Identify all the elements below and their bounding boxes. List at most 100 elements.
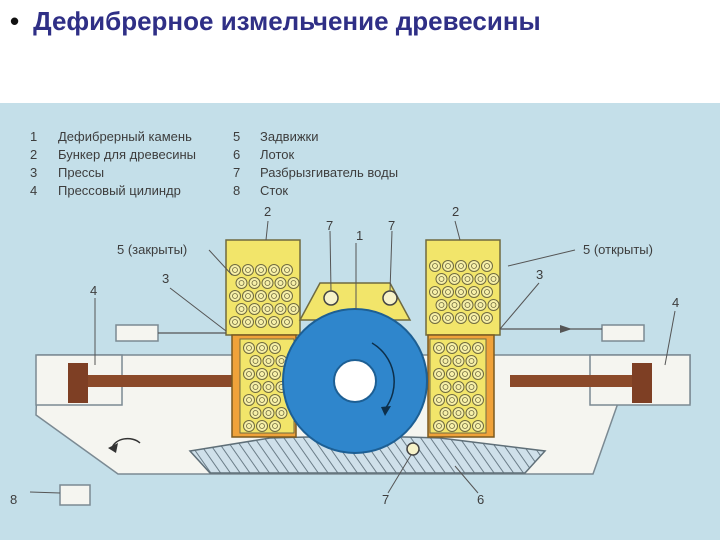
legend-num-7: 7 [233,165,240,180]
legend-text-4: Прессовый цилиндр [58,183,181,198]
label-gates-open: 5 (открыты) [583,242,653,257]
log-section [468,312,480,324]
log-section [268,316,280,328]
legend-text-6: Лоток [260,147,295,162]
log-ring [245,267,251,273]
log-section [472,342,484,354]
legend-text-5: Задвижки [260,129,318,144]
log-ring [462,371,468,377]
legend-num-1: 1 [30,129,37,144]
legend-num-4: 4 [30,183,37,198]
label-stone: 1 [356,228,363,243]
log-ring [455,384,462,390]
log-section [261,277,274,289]
water-sprayer-right [382,290,398,306]
label-press-right: 3 [536,267,543,282]
log-ring [278,358,285,364]
log-section [429,312,441,324]
gate-arrow-icon [560,325,572,333]
log-section [439,381,452,393]
log-section [455,260,467,272]
legend-num-8: 8 [233,183,240,198]
log-ring [471,263,477,269]
log-ring [438,276,445,282]
log-section [442,312,454,324]
log-ring [436,397,442,403]
log-ring [468,384,475,390]
log-ring [272,345,278,351]
log-section [474,299,487,311]
log-section [459,368,471,380]
log-ring [284,267,290,273]
log-section [242,264,254,276]
log-ring [272,397,278,403]
log-ring [449,397,455,403]
log-ring [252,410,259,416]
log-section [481,260,493,272]
log-ring [462,423,468,429]
log-section [472,394,484,406]
log-section [474,273,487,285]
label-trough: 6 [477,492,484,507]
log-section [435,273,448,285]
log-ring [455,410,462,416]
log-ring [436,423,442,429]
log-section [256,394,268,406]
log-ring [272,423,278,429]
slide-title-text: Дефибрерное измельчение древесины [33,6,541,36]
log-section [243,342,255,354]
log-ring [264,280,271,286]
log-section [269,342,281,354]
log-ring [475,397,481,403]
log-section [281,264,293,276]
log-ring [451,276,458,282]
log-section [433,420,445,432]
log-ring [449,423,455,429]
label-press-left: 3 [162,271,169,286]
log-ring [471,289,477,295]
log-ring [265,410,272,416]
log-section [268,264,280,276]
left-piston-head [68,363,88,403]
stone-rotation-arc-icon [371,342,395,410]
water-sprayer-left [323,290,339,306]
log-ring [290,280,297,286]
log-ring [432,289,438,295]
rotation-arrowhead-icon [108,443,118,453]
log-section [256,342,268,354]
log-ring [251,280,258,286]
log-section [452,407,465,419]
right-piston-head [632,363,652,403]
log-section [281,290,293,302]
stone-shaft-hole [333,359,377,403]
log-ring [451,302,458,308]
log-ring [271,293,277,299]
legend-text-8: Сток [260,183,288,198]
log-ring [475,371,481,377]
log-ring [477,276,484,282]
log-section [459,420,471,432]
label-cylinder-left: 4 [90,283,97,298]
log-section [452,381,465,393]
log-section [468,286,480,298]
log-ring [458,289,464,295]
log-section [262,355,275,367]
label-sprayer-left: 7 [326,218,333,233]
label-gates-closed: 5 (закрыты) [117,242,187,257]
log-section [472,420,484,432]
log-ring [258,293,264,299]
log-section [229,290,241,302]
log-section [455,312,467,324]
log-section [269,394,281,406]
log-ring [455,358,462,364]
log-section [435,299,448,311]
log-section [461,273,474,285]
legend-num-2: 2 [30,147,37,162]
log-ring [251,306,258,312]
log-ring [477,302,484,308]
defibrer-diagram: 1 Дефибрерный камень 2 Бункер для древес… [10,129,691,507]
log-section [439,355,452,367]
log-section [487,299,500,311]
log-ring [445,315,451,321]
log-ring [232,319,238,325]
